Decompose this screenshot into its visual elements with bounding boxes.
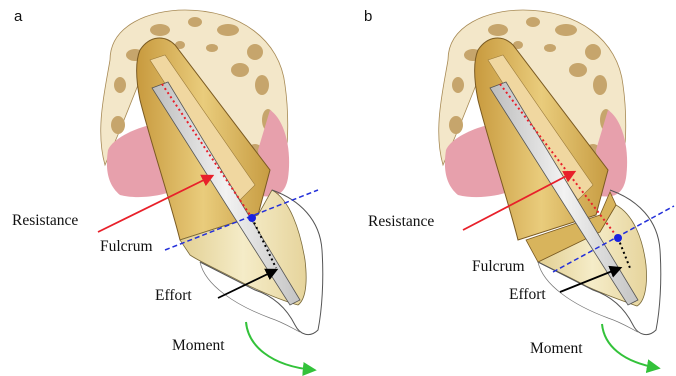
tooth-diagram-a [0,0,338,376]
moment-arrow [246,322,314,370]
resistance-label: Resistance [12,212,78,230]
panel-a: a Resistance Fulcrum Effort Moment [0,0,338,376]
fulcrum-point [248,214,256,222]
moment-label: Moment [530,340,583,358]
tooth-diagram-b [338,0,676,376]
resistance-label: Resistance [368,213,434,231]
moment-arrow [602,324,658,368]
fulcrum-label: Fulcrum [100,238,153,256]
fulcrum-point [614,234,622,242]
panel-letter-a: a [14,8,22,25]
fulcrum-label: Fulcrum [472,258,525,276]
panel-letter-b: b [364,8,372,25]
moment-label: Moment [172,337,225,355]
effort-label: Effort [155,287,192,305]
effort-label: Effort [509,286,546,304]
panel-b: b Resistance Fulcrum Effort Moment [338,0,676,376]
